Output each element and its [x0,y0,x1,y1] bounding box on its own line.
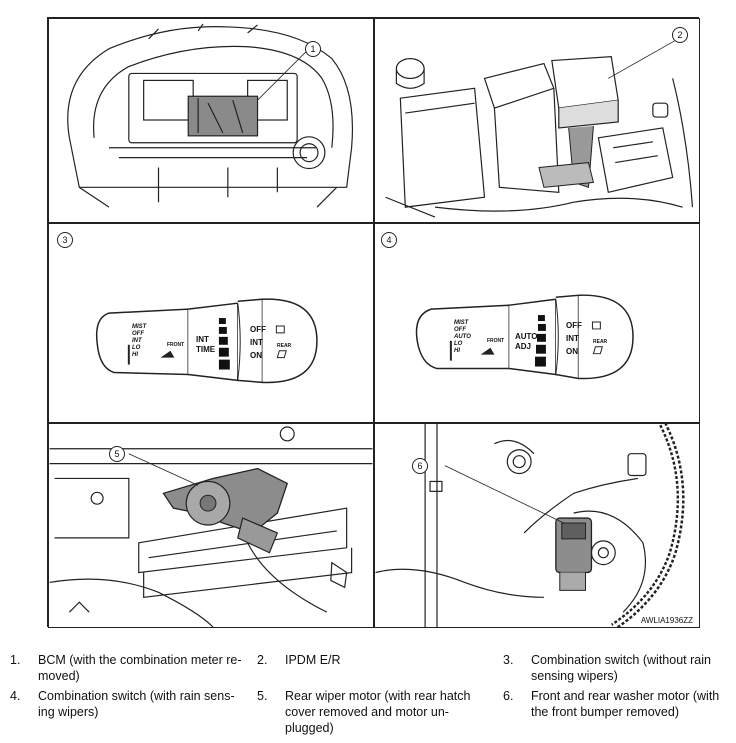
legend-text: IPDM E/R [285,653,341,667]
legend-number: 5. [257,689,268,703]
switch-a-off-left-label: OFF [132,331,144,337]
switch-b-mist-label: MIST [454,320,469,326]
switch-a-illustration [95,298,318,384]
switch-a-front-label: FRONT [167,342,185,348]
legend-text: Front and rear washer motor (with [531,689,720,703]
panel-bcm: 1 [48,18,374,223]
switch-b-off-left-label: OFF [454,327,466,333]
switch-a-lo-label: LO [132,345,141,351]
switch-a-mist-label: MIST [132,324,147,330]
switch-a-mode1-label: INT [196,335,209,344]
switch-a-hi-label: HI [132,352,138,358]
callout-5: 5 [109,446,125,462]
callout-4: 4 [381,232,397,248]
switch-a-off-label: OFF [250,325,266,334]
callout-1: 1 [305,41,321,57]
ipdm-illustration [385,40,694,218]
panel-switch-a: MIST OFF INT LO HI FRONT INT TIME OFF IN… [48,223,374,423]
callout-3: 3 [57,232,73,248]
legend-text-cont: ing wipers) [38,705,99,719]
switch-b-int-label: INT [566,334,579,343]
bcm-illustration [67,23,354,208]
diagram-grid: 1 2 [47,17,700,628]
callout-2: 2 [672,27,688,43]
switch-b-off-label: OFF [566,321,582,330]
legend-text-cont: cover removed and motor un- [285,705,449,719]
panel-washer-motor: 6 AWLIA1936ZZ [374,423,700,628]
switch-b-hi-label: HI [454,348,460,354]
legend-number: 4. [10,689,21,703]
legend-text-cont-2: plugged) [285,721,334,735]
switch-b-illustration [415,294,634,380]
legend-text: Rear wiper motor (with rear hatch [285,689,471,703]
legend-text: Combination switch (without rain [531,653,711,667]
legend-number: 6. [503,689,514,703]
switch-b-mode2-label: ADJ [515,342,532,351]
switch-b-front-label: FRONT [487,338,505,344]
switch-a-mode2-label: TIME [196,345,216,354]
switch-b-lo-label: LO [454,341,463,347]
washer-motor-illustration [375,424,685,627]
legend-number: 3. [503,653,514,667]
legend-text: Combination switch (with rain sens- [38,689,235,703]
panel-ipdm: 2 [374,18,700,223]
ipdm-module [551,56,619,109]
panel-rear-wiper: 5 [48,423,374,628]
legend-text: BCM (with the combination meter re- [38,653,242,667]
switch-b-auto-left-label: AUTO [454,334,471,340]
bcm-module [187,95,259,137]
figure-code: AWLIA1936ZZ [640,616,693,625]
legend-number: 1. [10,653,21,667]
panel-switch-b: MIST OFF AUTO LO HI FRONT AUTO ADJ OFF I… [374,223,700,423]
switch-a-int-left-label: INT [132,338,142,344]
legend-text-cont: moved) [38,669,80,683]
switch-b-rear-label: REAR [593,339,608,345]
switch-a-on-label: ON [250,351,262,360]
legend-text-cont: the front bumper removed) [531,705,679,719]
switch-b-on-label: ON [566,347,578,356]
switch-a-rear-label: REAR [277,343,292,349]
legend-number: 2. [257,653,268,667]
switch-b-mode1-label: AUTO [515,332,538,341]
legend-text-cont: sensing wipers) [531,669,618,683]
switch-a-int-label: INT [250,338,263,347]
rear-wiper-illustration [49,426,373,627]
callout-6: 6 [412,458,428,474]
